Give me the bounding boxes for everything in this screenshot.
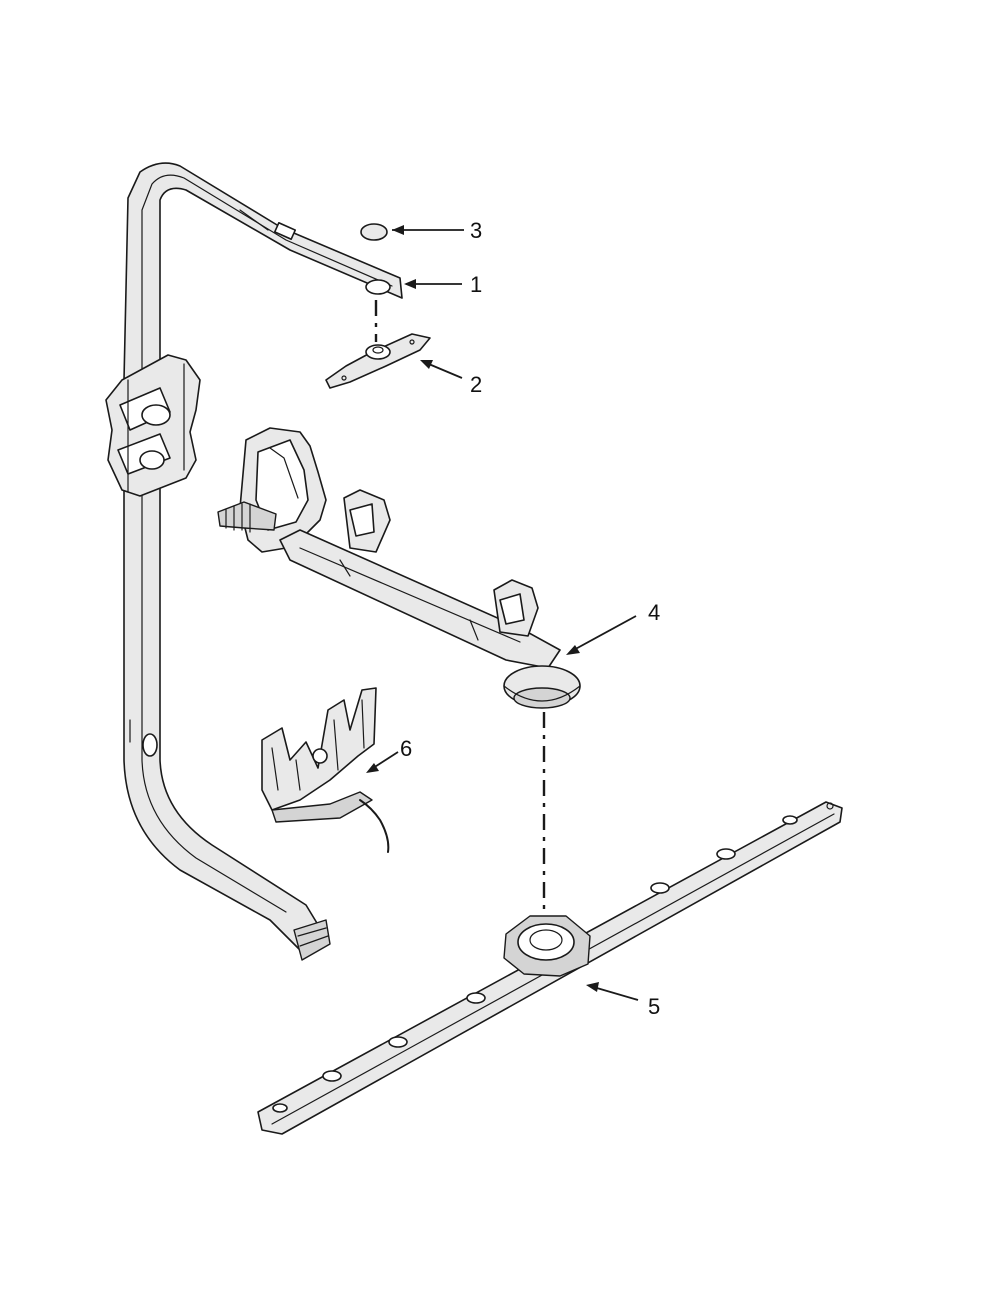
callout-6: 6 bbox=[400, 736, 412, 761]
callout-4: 4 bbox=[648, 600, 660, 625]
part-6-wire-bracket bbox=[261, 687, 390, 853]
callout-5: 5 bbox=[648, 994, 660, 1019]
callout-2: 2 bbox=[470, 372, 482, 397]
part-4-spray-arm-manifold bbox=[217, 427, 581, 709]
part-5-lower-spray-arm bbox=[257, 801, 843, 1135]
callout-leaders bbox=[366, 225, 639, 1001]
callout-1: 1 bbox=[470, 272, 482, 297]
part-2-bearing-plate bbox=[325, 333, 431, 389]
part-3-cap bbox=[360, 223, 388, 241]
tube-clip-bracket bbox=[105, 354, 201, 497]
supply-tube bbox=[123, 162, 403, 961]
callout-3: 3 bbox=[470, 218, 482, 243]
